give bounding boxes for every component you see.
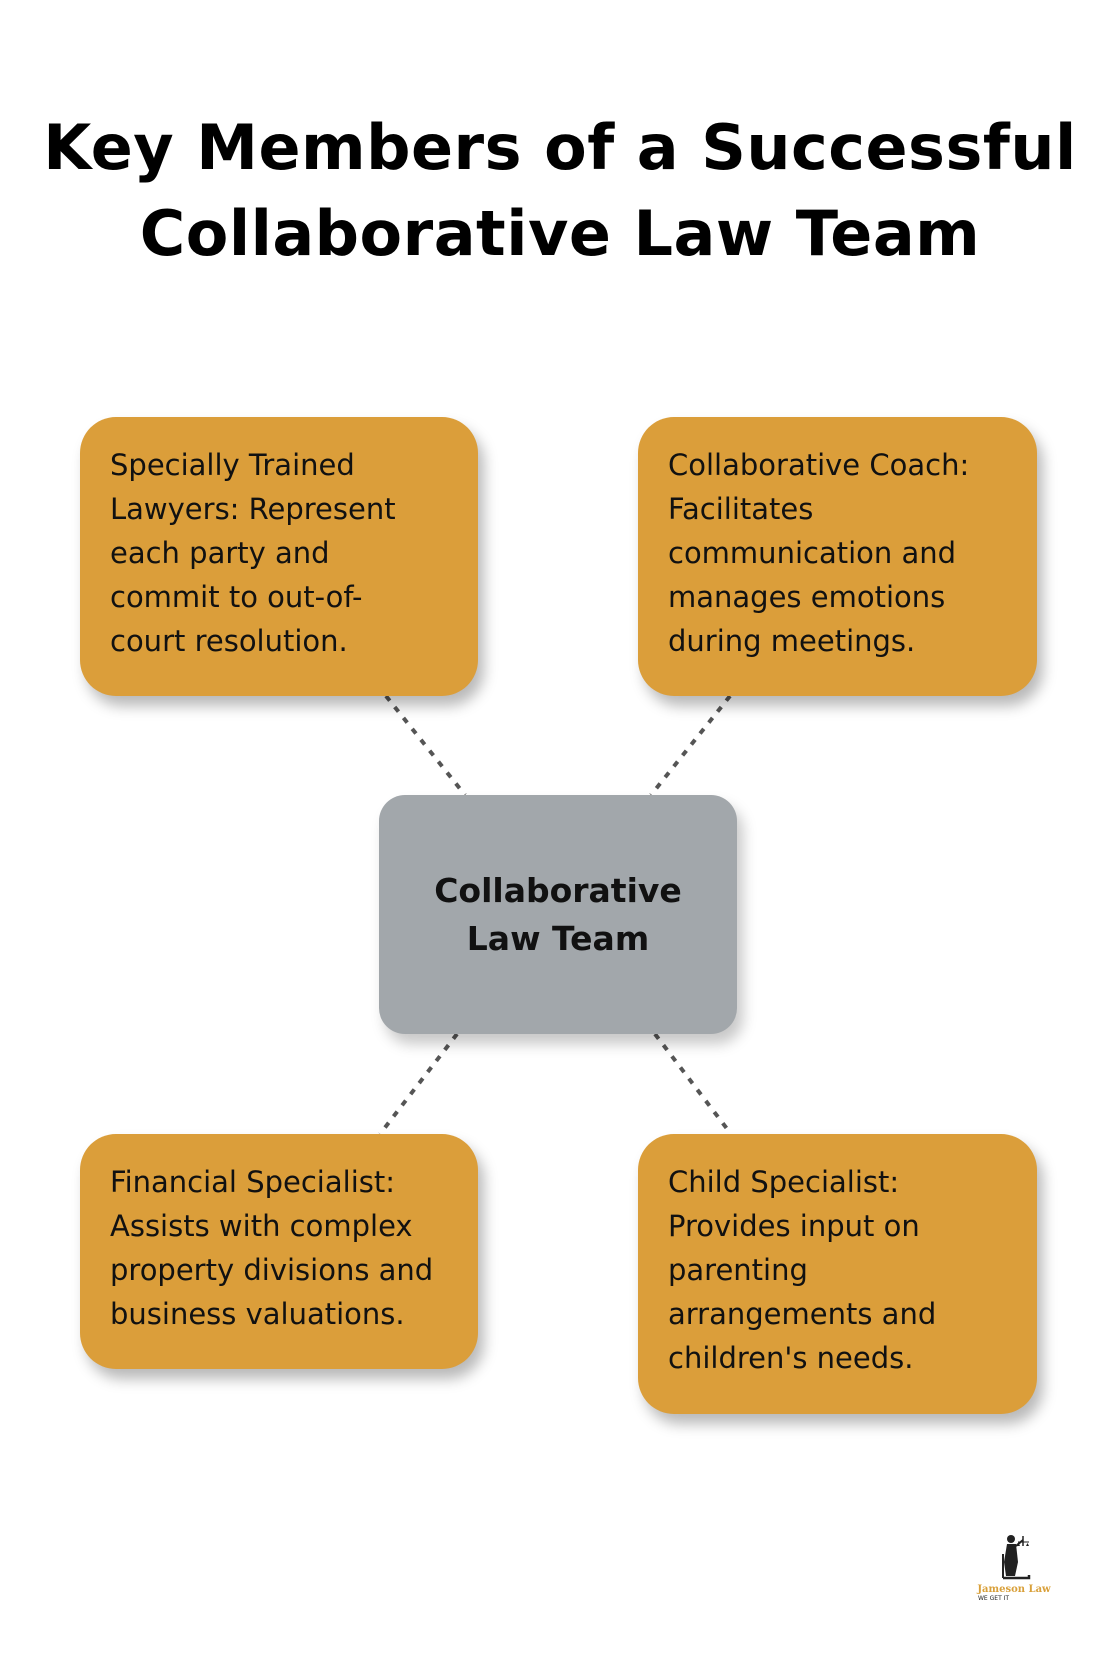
- center-node: Collaborative Law Team: [379, 795, 737, 1034]
- jameson-law-logo: Jameson Law WE GET IT: [972, 1532, 1056, 1612]
- center-text-line-1: Collaborative: [434, 870, 682, 910]
- center-text-line-2: Law Team: [466, 918, 650, 958]
- member-text-line: commit to out-of-: [110, 580, 363, 614]
- connector-bottom-left: [378, 1032, 459, 1136]
- member-text-line: parenting: [668, 1253, 808, 1287]
- member-text-line: property divisions and: [110, 1253, 434, 1287]
- member-box-child: Child Specialist: Provides input on pare…: [638, 1134, 1037, 1414]
- member-text-line: Financial Specialist:: [110, 1165, 396, 1199]
- member-text-line: each party and: [110, 536, 330, 570]
- member-text-line: arrangements and: [668, 1297, 937, 1331]
- connector-top-right: [649, 694, 732, 797]
- page-title: Key Members of a Successful Collaborativ…: [0, 105, 1120, 277]
- member-text-line: Child Specialist:: [668, 1165, 900, 1199]
- connector-bottom-right: [653, 1032, 733, 1136]
- member-text-line: communication and: [668, 536, 957, 570]
- member-text-line: Assists with complex: [110, 1209, 413, 1243]
- member-text-line: court resolution.: [110, 624, 348, 658]
- member-box-coach: Collaborative Coach: Facilitates communi…: [638, 417, 1037, 696]
- member-text-line: Collaborative Coach:: [668, 448, 970, 482]
- member-text-line: Facilitates: [668, 492, 814, 526]
- member-text-line: manages emotions: [668, 580, 946, 614]
- member-text-line: children's needs.: [668, 1341, 914, 1375]
- member-box-lawyers: Specially Trained Lawyers: Represent eac…: [80, 417, 478, 696]
- logo-tagline: WE GET IT: [978, 1595, 1010, 1602]
- connector-top-left: [384, 694, 467, 797]
- member-text-line: business valuations.: [110, 1297, 405, 1331]
- title-line-2: Collaborative Law Team: [139, 197, 981, 270]
- member-text-line: Lawyers: Represent: [110, 492, 396, 526]
- member-text-line: Specially Trained: [110, 448, 355, 482]
- member-text-line: during meetings.: [668, 624, 916, 658]
- lady-justice-icon: [1002, 1535, 1031, 1580]
- title-line-1: Key Members of a Successful: [43, 111, 1077, 184]
- member-box-financial: Financial Specialist: Assists with compl…: [80, 1134, 478, 1369]
- logo-brand: Jameson Law: [977, 1584, 1051, 1595]
- member-text-line: Provides input on: [668, 1209, 920, 1243]
